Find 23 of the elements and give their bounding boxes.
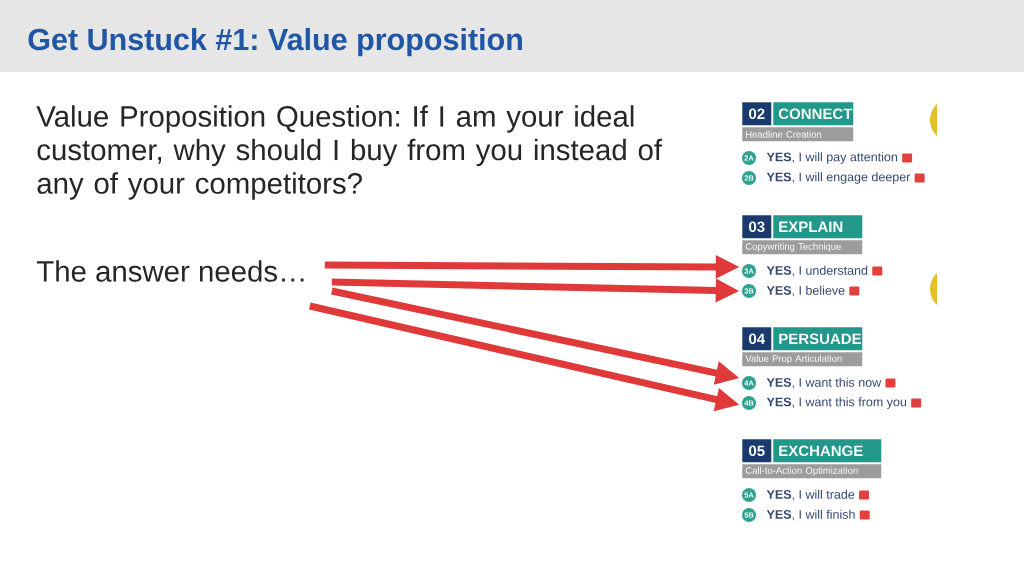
heading-box: PERSUADE xyxy=(773,327,863,351)
question-text: Value Proposition Question: If I am your ideal customer, why should I buy from you instead of any of your competitors? xyxy=(36,105,663,200)
item-text: YES, I will finish xyxy=(766,509,855,521)
number-box: 03 xyxy=(742,215,772,239)
heading-box: EXPLAIN xyxy=(773,215,863,239)
item-text: YES, I want this from you xyxy=(766,397,907,409)
item-text: YES, I will engage deeper xyxy=(766,172,911,184)
number-box: 04 xyxy=(742,327,772,351)
subtitle-band: Headline Creation xyxy=(742,127,854,142)
number-box: 05 xyxy=(742,439,772,463)
number-box: 02 xyxy=(742,102,772,126)
item-text: YES, I want this now xyxy=(766,377,882,389)
item-text: YES, I believe xyxy=(766,285,845,297)
heading-box: CONNECT xyxy=(773,102,854,126)
subtitle-band: Call-to-Action Optimization xyxy=(742,464,882,479)
item-text: YES, I will trade xyxy=(766,489,855,501)
title-bar: Get Unstuck #1: Value proposition xyxy=(0,0,1024,72)
answer-text: The answer needs… xyxy=(36,260,304,282)
heading-box: EXCHANGE xyxy=(773,439,882,463)
subtitle-band: Value Prop Articulation xyxy=(742,352,863,367)
item-text: YES, I will pay attention xyxy=(766,152,898,164)
subtitle-band: Copywriting Technique xyxy=(742,240,863,255)
item-text: YES, I understand xyxy=(766,265,868,277)
